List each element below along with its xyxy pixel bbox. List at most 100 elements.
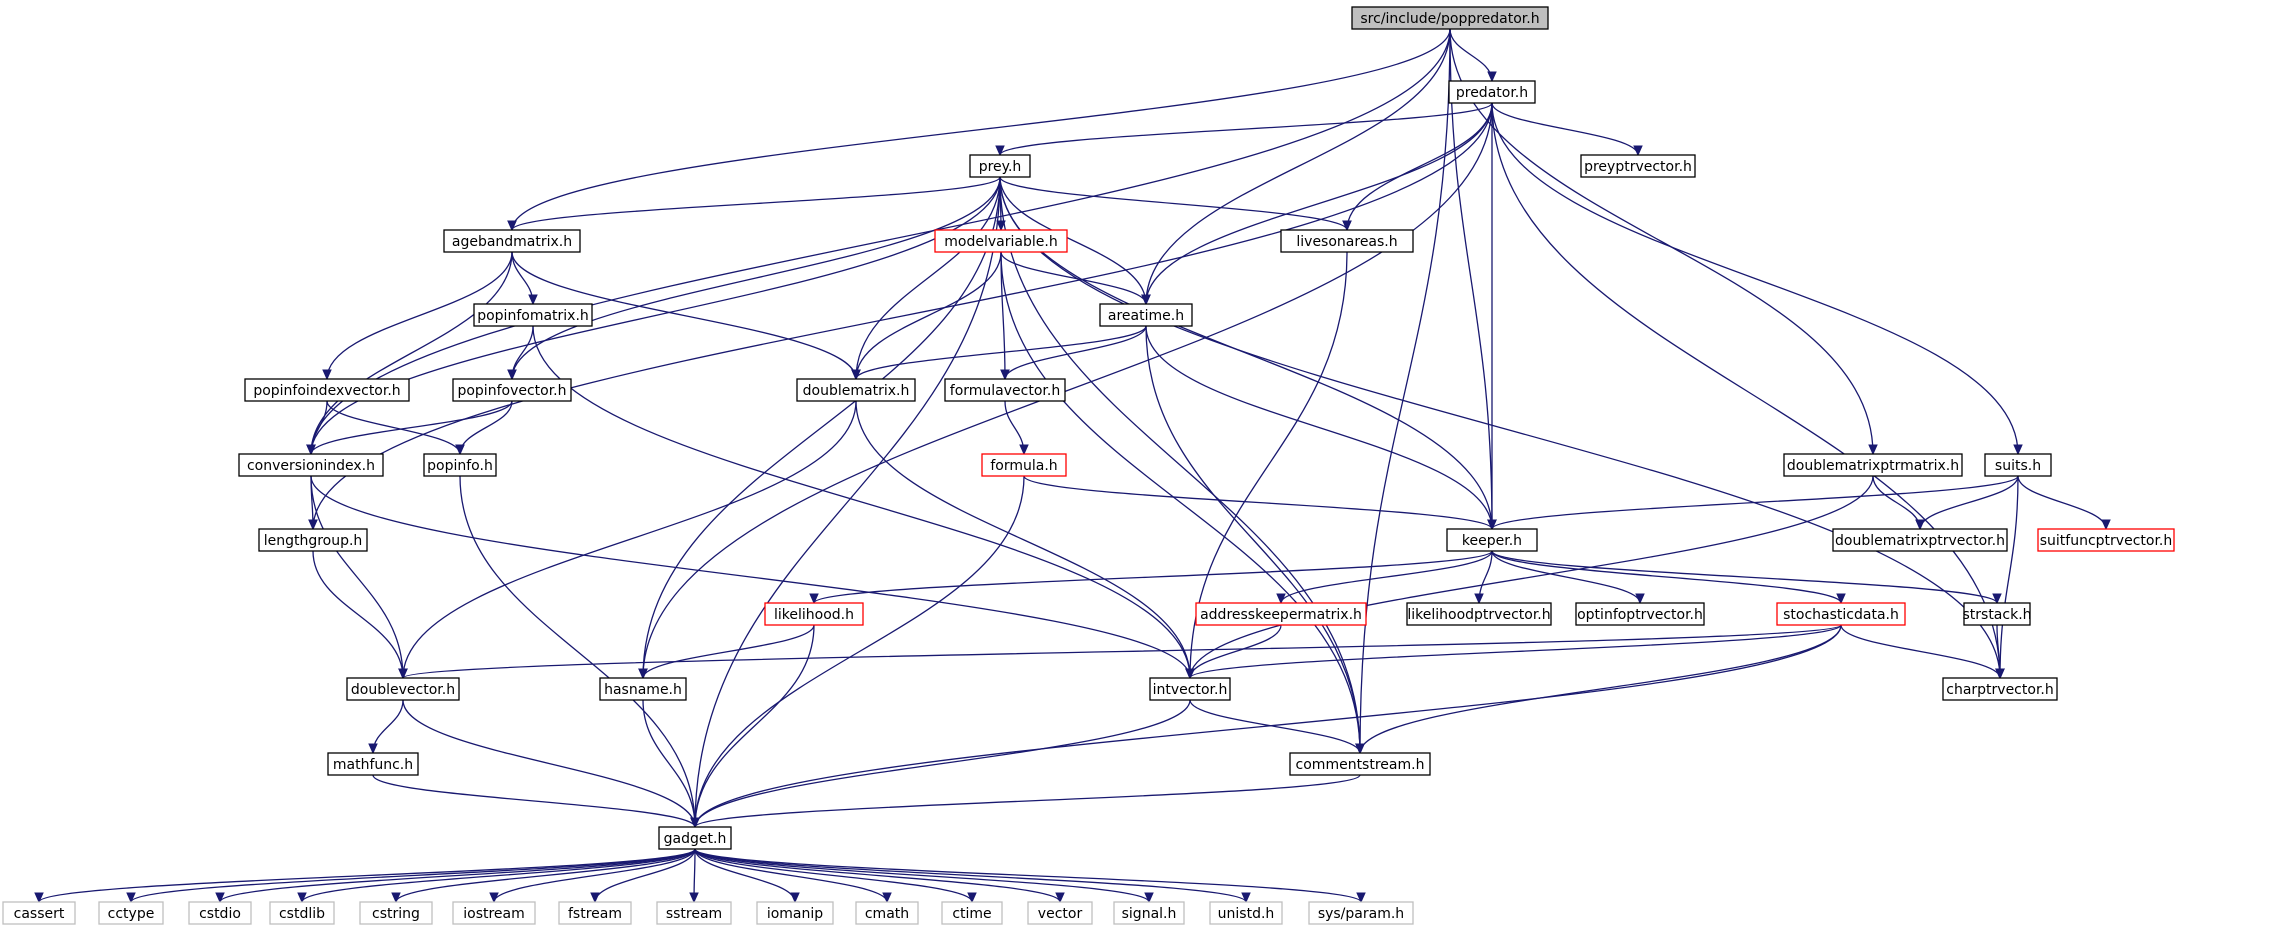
node-label-ctime: ctime [952, 906, 991, 922]
edge-suits-to-suitfuncptrvector [2017, 475, 2107, 530]
edge-formula-to-keeper [1023, 475, 1493, 530]
node-label-keeper: keeper.h [1462, 533, 1522, 549]
arrowhead-gadget-to-sstream [689, 892, 699, 904]
edge-keeper-to-optinfoptrvector [1491, 550, 1641, 604]
node-box-fstream [558, 901, 632, 925]
node-modelvariable[interactable]: modelvariable.h [934, 229, 1068, 253]
edge-predator-to-suits [1491, 102, 2019, 455]
node-box-stochasticdata [1776, 602, 1906, 626]
node-formulavector[interactable]: formulavector.h [944, 378, 1066, 402]
edge-prey-to-doublematrix [855, 176, 1001, 380]
node-box-sstream [656, 901, 732, 925]
edge-gadget-to-cstring [395, 848, 696, 903]
node-doublematrixptrvector[interactable]: doublematrixptrvector.h [1832, 528, 2008, 552]
node-label-signal: signal.h [1122, 906, 1177, 922]
node-label-iostream: iostream [463, 906, 525, 922]
node-livesonareas[interactable]: livesonareas.h [1280, 229, 1414, 253]
node-prey[interactable]: prey.h [969, 154, 1031, 178]
node-label-popinfovector: popinfovector.h [457, 383, 566, 399]
edge-poppredator-to-conversionindex [310, 28, 1451, 455]
node-suits[interactable]: suits.h [1984, 453, 2052, 477]
node-popinfomatrix[interactable]: popinfomatrix.h [473, 303, 593, 327]
node-intvector[interactable]: intvector.h [1149, 677, 1231, 701]
node-box-areatime [1099, 303, 1193, 327]
node-popinfoindexvector[interactable]: popinfoindexvector.h [244, 378, 410, 402]
arrowhead-stochasticdata-to-intvector [1185, 668, 1195, 680]
arrowhead-gadget-to-vector [1055, 892, 1065, 904]
node-label-optinfoptrvector: optinfoptrvector.h [1577, 607, 1703, 623]
node-popinfo[interactable]: popinfo.h [423, 453, 497, 477]
node-popinfovector[interactable]: popinfovector.h [452, 378, 572, 402]
node-strstack[interactable]: strstack.h [1962, 602, 2032, 626]
node-box-sysparam [1308, 901, 1414, 925]
arrowhead-agebandmatrix-to-popinfoindexvector [322, 369, 332, 381]
node-label-formulavector: formulavector.h [950, 383, 1060, 399]
edge-gadget-to-unistd [694, 848, 1247, 903]
node-fstream: fstream [558, 901, 632, 925]
node-label-iomanip: iomanip [767, 906, 823, 922]
node-hasname[interactable]: hasname.h [599, 677, 687, 701]
node-gadget[interactable]: gadget.h [658, 826, 732, 850]
node-box-modelvariable [934, 229, 1068, 253]
node-doublematrixptrmatrix[interactable]: doublematrixptrmatrix.h [1783, 453, 1963, 477]
arrowhead-suits-to-doublematrixptrvector [1915, 519, 1925, 531]
node-label-cassert: cassert [14, 906, 65, 922]
node-box-popinfovector [452, 378, 572, 402]
node-likelihood[interactable]: likelihood.h [764, 602, 864, 626]
node-lengthgroup[interactable]: lengthgroup.h [258, 528, 368, 552]
edge-popinfo-to-gadget [459, 475, 696, 828]
node-cassert: cassert [2, 901, 76, 925]
node-keeper[interactable]: keeper.h [1446, 528, 1538, 552]
edge-prey-to-popinfovector [511, 176, 1001, 380]
node-label-popinfo: popinfo.h [427, 458, 493, 474]
node-suitfuncptrvector[interactable]: suitfuncptrvector.h [2037, 528, 2175, 552]
edge-gadget-to-cassert [38, 848, 696, 903]
node-box-likelihoodptrvector [1406, 602, 1552, 626]
edge-predator-to-prey [999, 102, 1493, 156]
node-commentstream[interactable]: commentstream.h [1289, 752, 1431, 776]
node-areatime[interactable]: areatime.h [1099, 303, 1193, 327]
arrowhead-suits-to-suitfuncptrvector [2101, 519, 2111, 531]
node-box-cctype [98, 901, 164, 925]
node-box-iostream [452, 901, 536, 925]
arrowhead-popinfomatrix-to-popinfovector [507, 369, 517, 381]
node-optinfoptrvector[interactable]: optinfoptrvector.h [1575, 602, 1705, 626]
edge-doublematrix-to-doublevector [402, 400, 857, 679]
edge-predator-to-hasname [642, 102, 1493, 679]
arrowhead-agebandmatrix-to-popinfomatrix [528, 294, 538, 306]
edge-poppredator-to-areatime [1145, 28, 1451, 305]
node-charptrvector[interactable]: charptrvector.h [1942, 677, 2058, 701]
arrowhead-gadget-to-cstdio [215, 892, 225, 904]
node-addresskeepermatrix[interactable]: addresskeepermatrix.h [1195, 602, 1367, 626]
node-stochasticdata[interactable]: stochasticdata.h [1776, 602, 1906, 626]
node-likelihoodptrvector[interactable]: likelihoodptrvector.h [1406, 602, 1552, 626]
node-box-cmath [855, 901, 919, 925]
node-box-predator [1448, 80, 1536, 104]
arrowhead-gadget-to-sysparam [1356, 892, 1366, 904]
node-label-intvector: intvector.h [1153, 682, 1228, 698]
arrowhead-predator-to-suits [2013, 444, 2023, 456]
node-predator[interactable]: predator.h [1448, 80, 1536, 104]
node-conversionindex[interactable]: conversionindex.h [238, 453, 384, 477]
node-label-popinfoindexvector: popinfoindexvector.h [253, 383, 400, 399]
node-preyptrvector[interactable]: preyptrvector.h [1580, 154, 1696, 178]
arrowhead-keeper-to-likelihoodptrvector [1474, 593, 1484, 605]
node-label-unistd: unistd.h [1218, 906, 1275, 922]
edge-poppredator-to-keeper [1449, 28, 1493, 530]
arrowhead-gadget-to-fstream [590, 892, 600, 904]
arrowhead-predator-to-preyptrvector [1633, 145, 1643, 157]
node-doublematrix[interactable]: doublematrix.h [796, 378, 916, 402]
node-box-poppredator [1351, 6, 1549, 30]
node-label-formula: formula.h [990, 458, 1057, 474]
node-label-poppredator: src/include/poppredator.h [1360, 11, 1539, 27]
node-agebandmatrix[interactable]: agebandmatrix.h [443, 229, 581, 253]
node-mathfunc[interactable]: mathfunc.h [327, 752, 419, 776]
edge-gadget-to-cmath [694, 848, 888, 903]
node-doublevector[interactable]: doublevector.h [346, 677, 460, 701]
node-poppredator[interactable]: src/include/poppredator.h [1351, 6, 1549, 30]
node-formula[interactable]: formula.h [981, 453, 1067, 477]
node-box-doublematrixptrmatrix [1783, 453, 1963, 477]
edge-prey-to-commentstream [999, 176, 1361, 754]
edge-predator-to-preyptrvector [1491, 102, 1639, 156]
node-box-cassert [2, 901, 76, 925]
